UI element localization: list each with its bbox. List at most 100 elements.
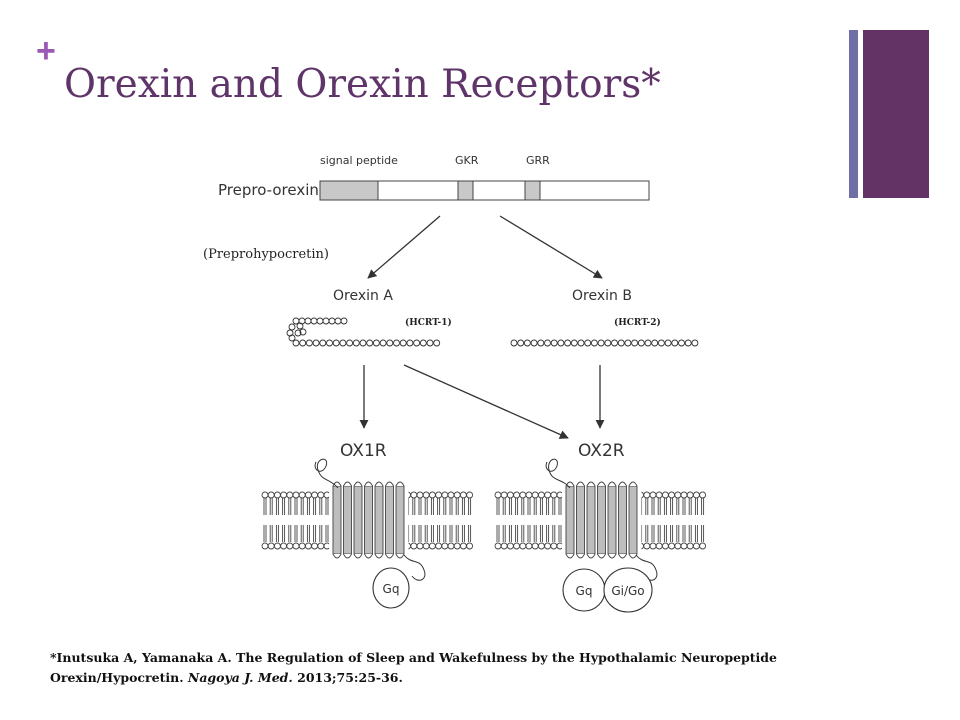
citation-journal: Nagoya J. Med. — [187, 670, 293, 685]
amino-acid-bead — [299, 339, 307, 347]
lipid-head — [550, 491, 558, 499]
lipid-head — [655, 542, 663, 550]
citation-details: 2013;75:25-36. — [292, 670, 403, 685]
amino-acid-bead — [631, 339, 639, 347]
amino-acid-bead — [590, 339, 598, 347]
amino-acid-bead — [319, 339, 327, 347]
helix-cap — [618, 553, 627, 559]
helix-cap — [628, 553, 638, 559]
grr-label: GRR — [526, 154, 550, 167]
helix-cap — [618, 481, 627, 487]
lipid-head — [519, 542, 527, 550]
lipid-head — [304, 491, 312, 499]
lipid-head — [674, 542, 682, 550]
lipid-head — [643, 491, 651, 499]
lipid-head — [519, 491, 527, 499]
lipid-head — [661, 542, 669, 550]
amino-acid-bead — [550, 339, 558, 347]
lipid-head — [453, 491, 461, 499]
helix-cap — [565, 553, 575, 559]
helix-cap — [353, 553, 363, 559]
signal-peptide-label: signal peptide — [320, 154, 398, 167]
helix-cap — [586, 553, 596, 559]
lipid-head — [267, 491, 275, 499]
lipid-head — [494, 491, 502, 499]
lipid-head — [298, 542, 306, 550]
lipid-head — [453, 542, 461, 550]
ox2r-n-terminus — [545, 458, 571, 489]
lipid-head — [525, 542, 533, 550]
lipid-head — [317, 542, 325, 550]
amino-acid-bead — [294, 329, 302, 337]
amino-acid-bead — [637, 339, 645, 347]
amino-acid-bead — [310, 317, 318, 325]
lipid-head — [531, 542, 539, 550]
amino-acid-bead — [544, 339, 551, 347]
helix-cap — [628, 481, 638, 487]
lipid-head — [537, 491, 545, 499]
lipid-head — [435, 491, 443, 499]
lipid-head — [544, 491, 552, 499]
transmembrane-helix — [618, 485, 627, 555]
lipid-head — [699, 542, 707, 550]
helix-cap — [395, 553, 405, 559]
gkr-label: GKR — [455, 154, 479, 167]
gq-label-ox1r: Gq — [383, 582, 400, 596]
lipid-head — [304, 542, 312, 550]
amino-acid-bead — [359, 339, 367, 347]
helix-cap — [576, 553, 585, 559]
prepro-label: Prepro-orexin — [218, 181, 319, 199]
transmembrane-helix — [628, 485, 638, 555]
lipid-head — [416, 542, 424, 550]
lipid-head — [668, 542, 676, 550]
amino-acid-bead — [386, 339, 394, 347]
transmembrane-helix — [374, 485, 384, 555]
amino-acid-bead — [292, 317, 300, 325]
lipid-head — [680, 491, 688, 499]
amino-acid-bead — [510, 339, 518, 347]
lipid-head — [286, 491, 294, 499]
lipid-head — [280, 542, 288, 550]
amino-acid-bead — [322, 317, 330, 325]
lipid-head — [273, 491, 281, 499]
lipid-head — [537, 542, 545, 550]
amino-acid-bead — [597, 339, 605, 347]
amino-acid-bead — [288, 334, 296, 342]
signal-segment — [319, 180, 379, 201]
lipid-head — [466, 491, 474, 499]
amino-acid-bead — [517, 339, 525, 347]
amino-acid-bead — [299, 328, 307, 336]
lipid-head — [500, 491, 508, 499]
amino-acid-bead — [340, 317, 348, 325]
plus-mark: + — [36, 32, 56, 70]
amino-acid-bead — [305, 339, 313, 347]
helix-cap — [374, 553, 384, 559]
ox1r-receptor — [329, 481, 409, 559]
amino-acid-bead — [570, 339, 578, 347]
amino-acid-bead — [296, 322, 304, 330]
helix-cap — [353, 481, 363, 487]
helix-cap — [332, 553, 342, 559]
amino-acid-bead — [379, 339, 387, 347]
amino-acid-bead — [657, 339, 665, 347]
amino-acid-bead — [691, 339, 699, 347]
helix-cap — [385, 553, 394, 559]
lipid-head — [459, 491, 467, 499]
gkr-segment — [457, 180, 474, 201]
lipid-head — [410, 542, 418, 550]
amino-acid-bead — [332, 339, 340, 347]
lipid-head — [428, 542, 436, 550]
amino-acid-bead — [316, 317, 324, 325]
lipid-head — [273, 542, 281, 550]
amino-acid-bead — [334, 317, 342, 325]
amino-acid-bead — [564, 339, 572, 347]
helix-cap — [607, 553, 617, 559]
amino-acid-bead — [372, 339, 380, 347]
gq-protein-ox1r — [372, 567, 410, 609]
arrow-to-orexin-a — [367, 215, 441, 279]
lipid-head — [292, 542, 300, 550]
lipid-head — [317, 491, 325, 499]
amino-acid-bead — [292, 339, 300, 347]
accent-bar-thin — [849, 30, 858, 198]
lipid-head — [699, 491, 707, 499]
